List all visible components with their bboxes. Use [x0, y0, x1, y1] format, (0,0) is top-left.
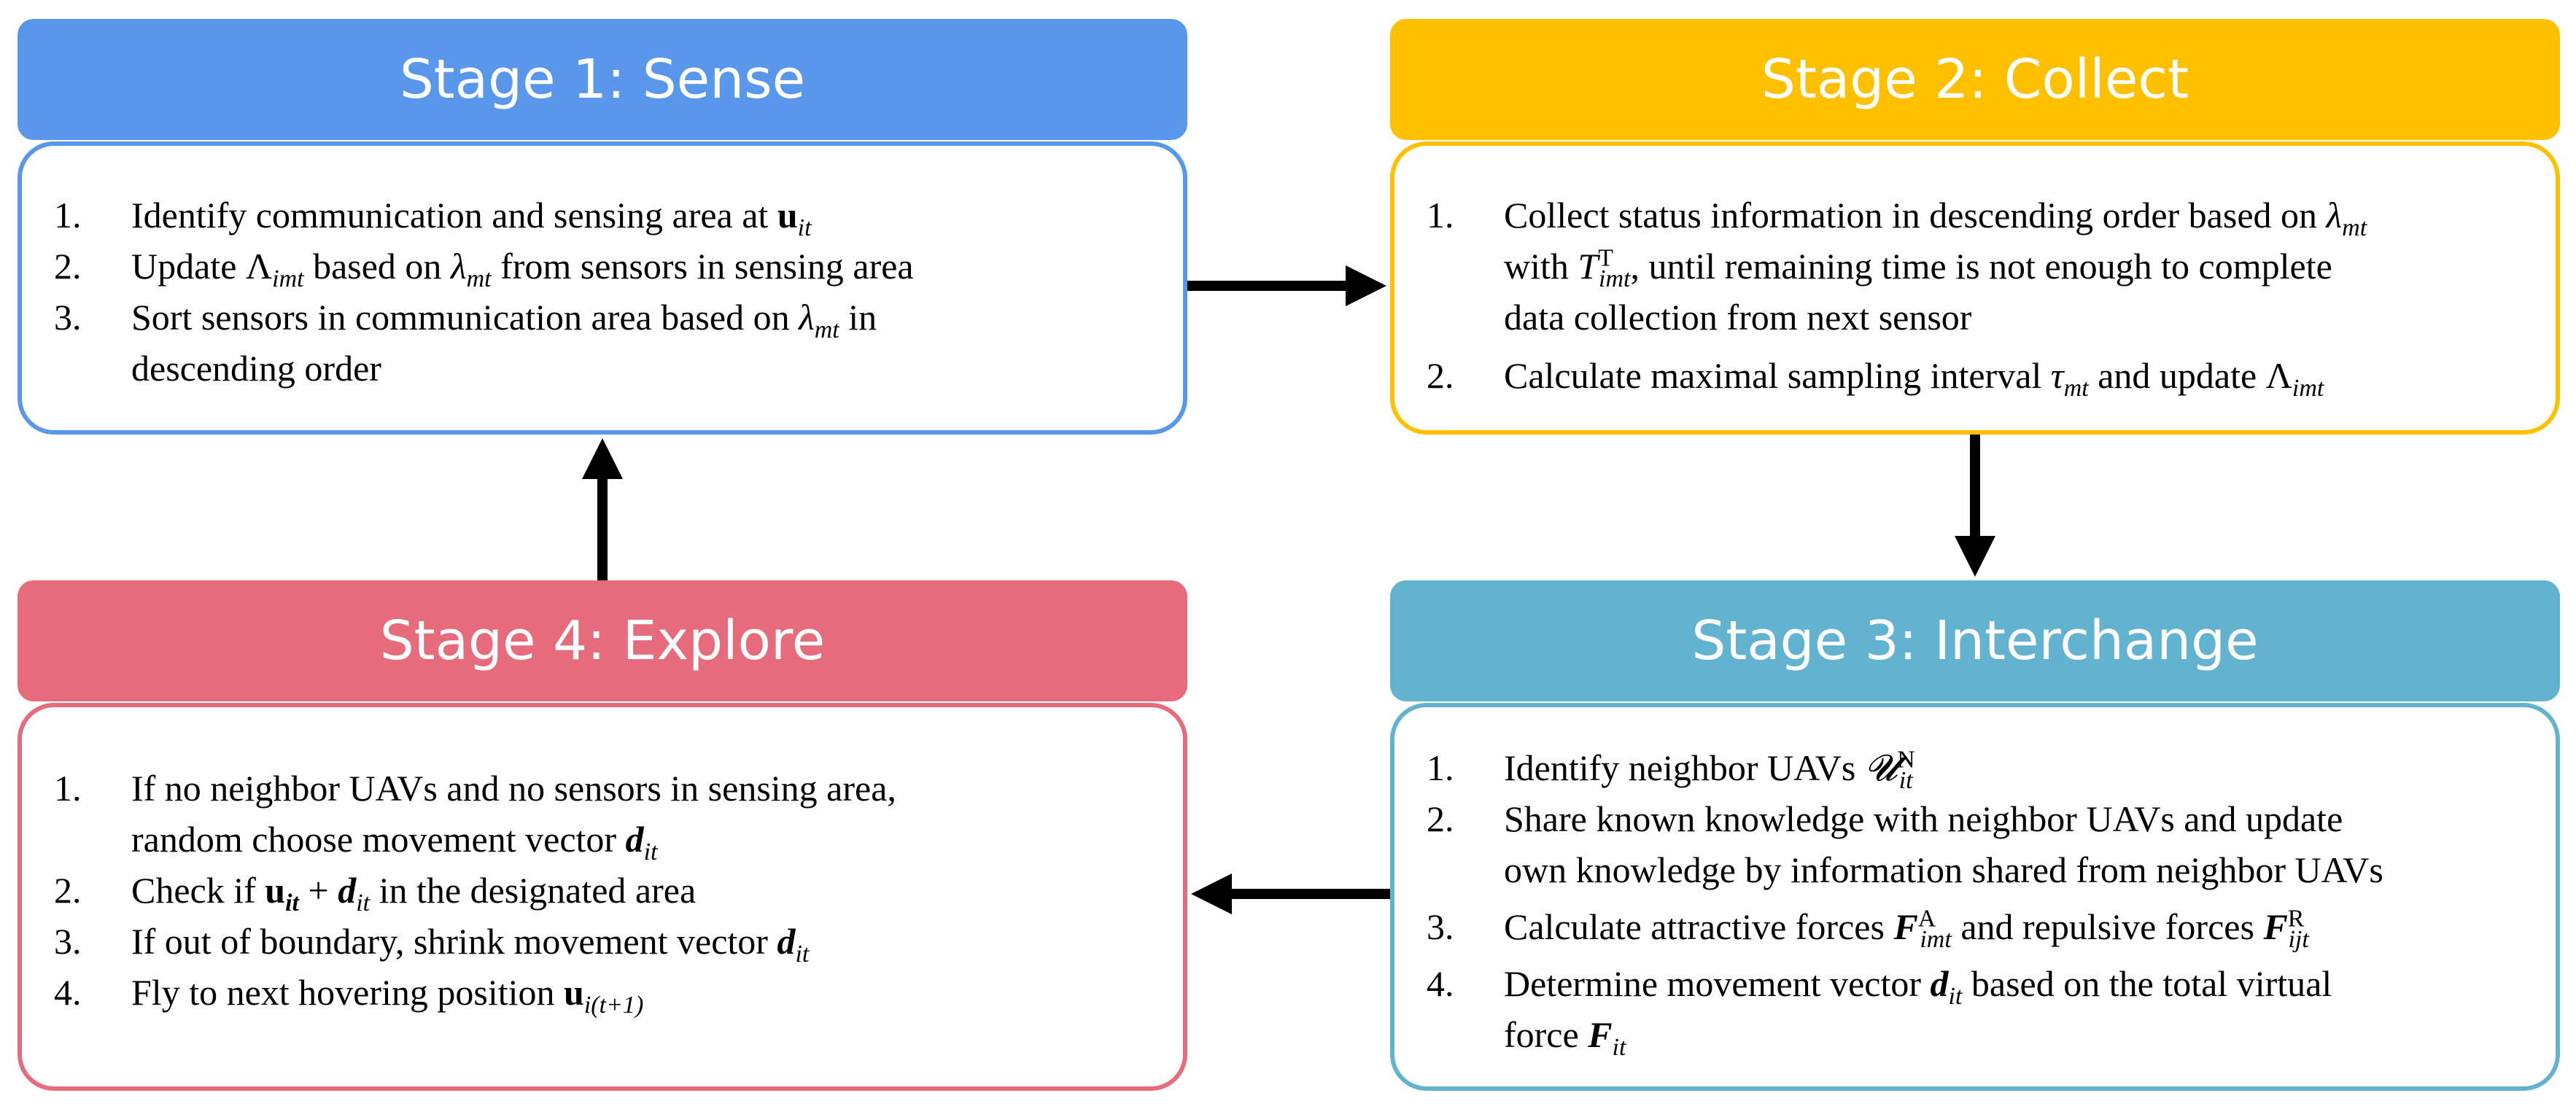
- stage3-title: Stage 3: Interchange: [1691, 610, 2259, 672]
- stage2-header: Stage 2: Collect: [1390, 19, 2560, 140]
- stage4-step-3: 3. If out of boundary, shrink movement v…: [54, 921, 810, 968]
- stage1-title: Stage 1: Sense: [399, 48, 806, 111]
- stage1-step-2: 2. Update Λimt based on λmt from sensors…: [54, 246, 914, 292]
- stage4-step-1: 1. If no neighbor UAVs and no sensors in…: [54, 768, 896, 865]
- stage2-title: Stage 2: Collect: [1761, 48, 2189, 111]
- stage3-step-3: 3. Calculate attractive forces FAimt and…: [1427, 905, 2309, 953]
- stage4-step-2: 2. Check if uit + dit in the designated …: [54, 870, 697, 917]
- stage2-step-1: 1. Collect status information in descend…: [1427, 195, 2367, 338]
- stage1-header: Stage 1: Sense: [18, 19, 1187, 140]
- stage3-step-list: 1. Identify neighbor UAVs 𝓤Nit 2. Share …: [1409, 742, 2541, 1060]
- stage2-step-2: 2. Calculate maximal sampling interval τ…: [1427, 355, 2324, 402]
- stage1-step-3: 3. Sort sensors in communication area ba…: [54, 297, 877, 389]
- stage3-step-2: 2. Share known knowledge with neighbor U…: [1427, 798, 2383, 890]
- stage4-title: Stage 4: Explore: [379, 610, 826, 672]
- stage2-box: 1. Collect status information in descend…: [1390, 141, 2560, 435]
- stage4-step-4: 4. Fly to next hovering position ui(t+1): [54, 972, 644, 1019]
- stage3-box: 1. Identify neighbor UAVs 𝓤Nit 2. Share …: [1390, 703, 2560, 1091]
- stage4-header: Stage 4: Explore: [18, 580, 1187, 701]
- stage3-step-1: 1. Identify neighbor UAVs 𝓤Nit: [1427, 746, 1915, 794]
- stage3-header: Stage 3: Interchange: [1390, 580, 2560, 701]
- stage4-box: 1. If no neighbor UAVs and no sensors in…: [18, 703, 1187, 1091]
- stage4-step-list: 1. If no neighbor UAVs and no sensors in…: [36, 763, 1168, 1018]
- stage1-box: 1. Identify communication and sensing ar…: [18, 141, 1187, 435]
- stage1-step-list: 1. Identify communication and sensing ar…: [36, 190, 1168, 394]
- stage3-step-4: 4. Determine movement vector dit based o…: [1427, 963, 2332, 1061]
- stage2-step-list: 1. Collect status information in descend…: [1409, 190, 2541, 401]
- stage1-step-1: 1. Identify communication and sensing ar…: [54, 195, 812, 241]
